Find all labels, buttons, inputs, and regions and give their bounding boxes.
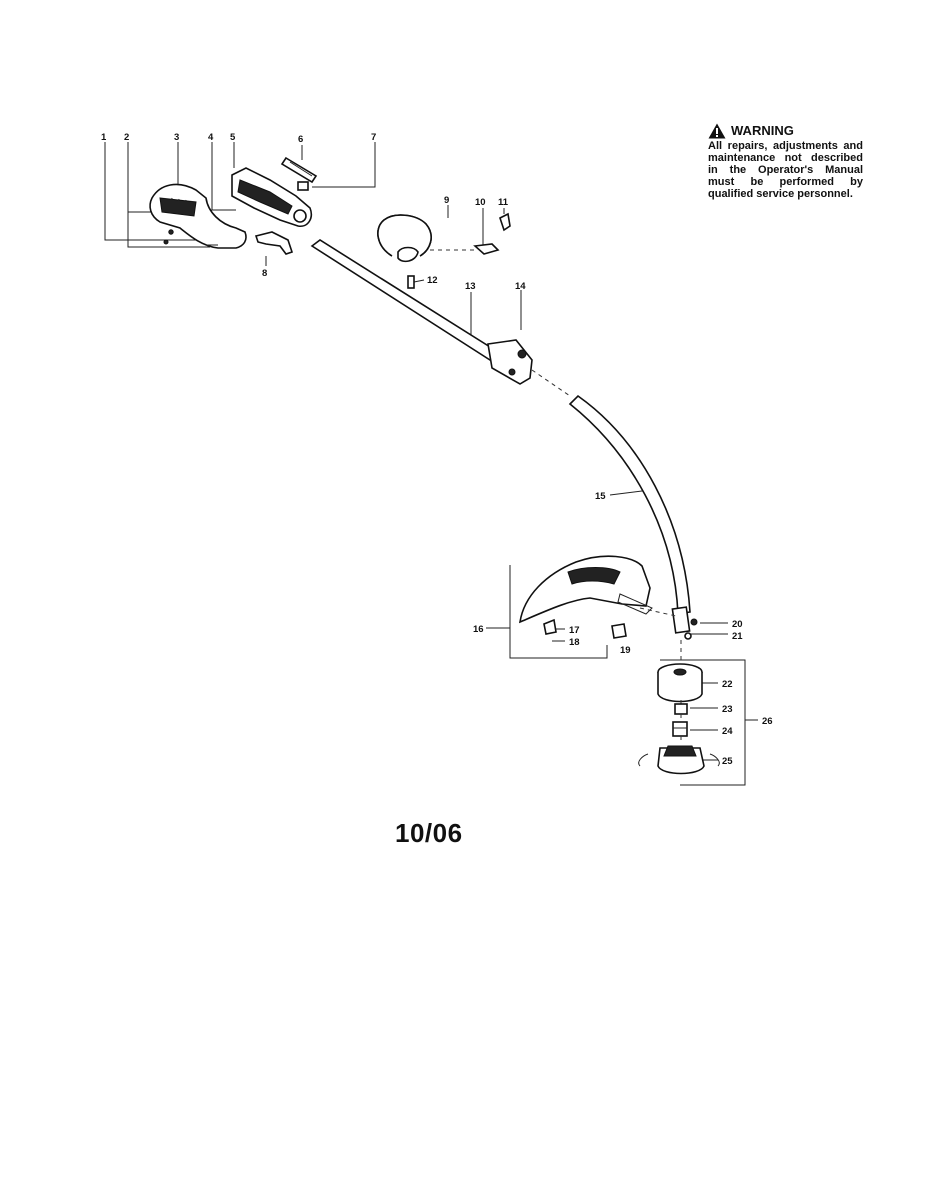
callout-25: 25	[722, 756, 733, 767]
callout-11: 11	[498, 197, 509, 208]
warning-title: WARNING	[731, 123, 794, 138]
callout-23: 23	[722, 704, 733, 715]
assist-handle-part	[377, 214, 432, 263]
warning-header: WARNING	[708, 123, 863, 139]
callout-21: 21	[732, 631, 743, 642]
trimmer-head-part	[638, 640, 720, 775]
callout-labels: 1 2 3 4 5 6 7 8 9 10 11 12 13 14 15 16 1…	[101, 132, 773, 767]
callout-15: 15	[595, 491, 606, 502]
callout-3: 3	[174, 132, 179, 143]
callout-2: 2	[124, 132, 129, 143]
callout-4: 4	[208, 132, 214, 143]
handle-housing-part	[149, 183, 247, 249]
throttle-cable-part	[280, 156, 318, 191]
warning-triangle-icon	[708, 123, 726, 139]
screw-part	[407, 275, 415, 289]
callout-26: 26	[762, 716, 773, 727]
callout-22: 22	[722, 679, 733, 690]
throttle-trigger-part	[254, 231, 294, 255]
callout-5: 5	[230, 132, 236, 143]
callout-10: 10	[475, 197, 486, 208]
callout-19: 19	[620, 645, 631, 656]
callout-6: 6	[298, 134, 303, 145]
date-code: 10/06	[395, 818, 463, 848]
upper-shaft-part	[310, 239, 533, 385]
callout-7: 7	[371, 132, 376, 143]
callout-9: 9	[444, 195, 449, 206]
callout-20: 20	[732, 619, 743, 630]
callout-18: 18	[569, 637, 580, 648]
callout-8: 8	[262, 268, 267, 279]
callout-12: 12	[427, 275, 438, 286]
callout-17: 17	[569, 625, 580, 636]
warning-notice: WARNING All repairs, adjustments and mai…	[708, 123, 863, 200]
leader-lines	[104, 142, 758, 786]
lower-shaft-part	[568, 394, 698, 640]
callout-16: 16	[473, 624, 484, 635]
clamp-part	[473, 212, 511, 255]
warning-text: All repairs, adjustments and maintenance…	[708, 140, 863, 200]
callout-1: 1	[101, 132, 107, 143]
callout-13: 13	[465, 281, 476, 292]
callout-24: 24	[722, 726, 733, 737]
callout-14: 14	[515, 281, 526, 292]
debris-shield-part	[518, 555, 653, 639]
trigger-housing-part	[231, 167, 313, 228]
